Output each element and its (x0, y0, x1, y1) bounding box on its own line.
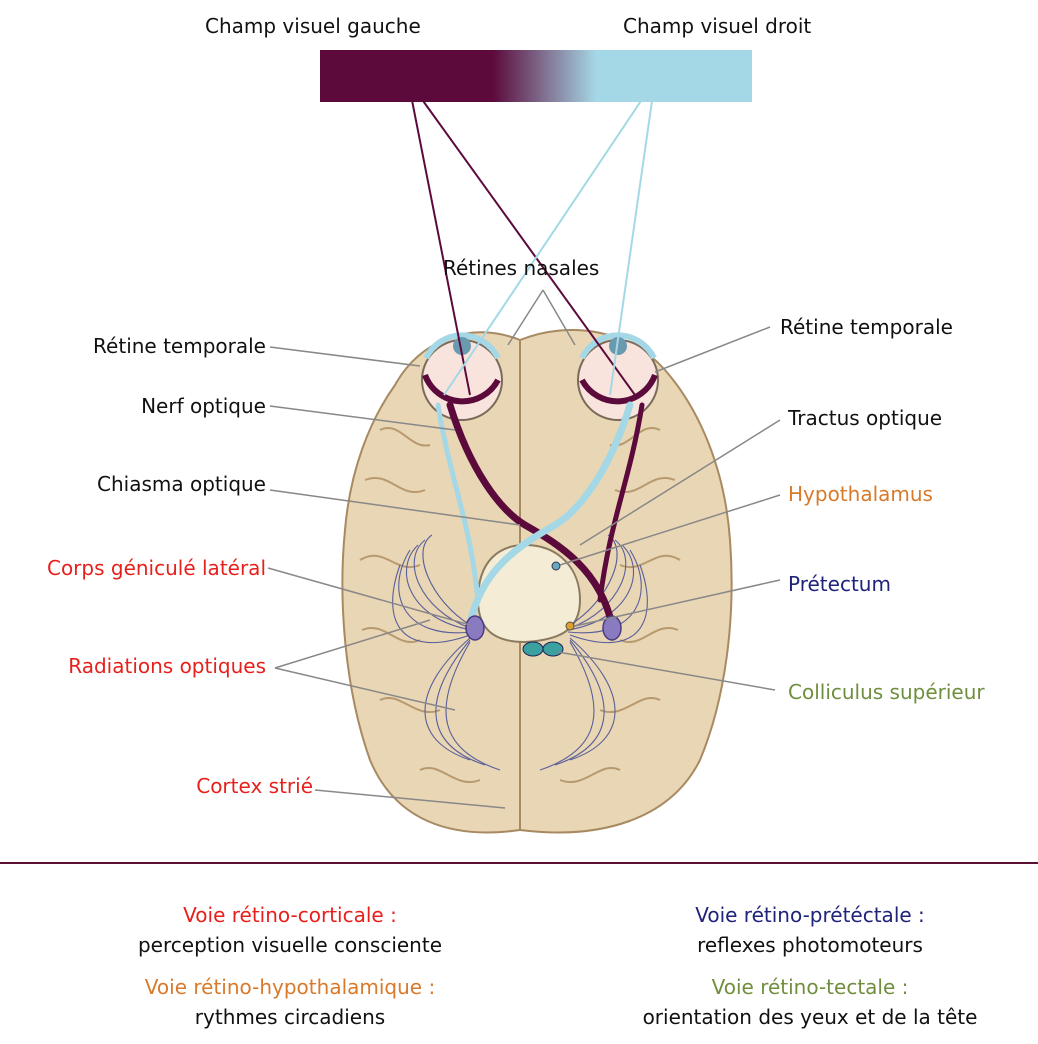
optic-nerve-label: Nerf optique (141, 394, 266, 418)
legend-tectale-desc: orientation des yeux et de la tête (590, 1002, 1030, 1032)
optic-chiasm-label: Chiasma optique (97, 472, 266, 496)
legend-left-column: Voie rétino-corticale : perception visue… (80, 900, 500, 1044)
legend-hypothalamique-title: Voie rétino-hypothalamique : (80, 972, 500, 1002)
visual-pathway-diagram (0, 0, 1038, 860)
pretectum-nucleus (566, 622, 574, 630)
midbrain (478, 545, 580, 642)
optic-radiations-label: Radiations optiques (68, 654, 266, 678)
superior-colliculus-label: Colliculus supérieur (788, 680, 985, 704)
section-divider (0, 862, 1038, 864)
legend-hypothalamique: Voie rétino-hypothalamique : rythmes cir… (80, 972, 500, 1032)
optic-tract-label: Tractus optique (788, 406, 942, 430)
nasal-retinas-label: Rétines nasales (443, 256, 599, 280)
colliculus-left (523, 642, 543, 656)
legend-pretectale-title: Voie rétino-prétéctale : (590, 900, 1030, 930)
striate-cortex-label: Cortex strié (196, 774, 313, 798)
legend-corticale-title: Voie rétino-corticale : (80, 900, 500, 930)
lgn-left (466, 616, 484, 640)
left-eye (422, 335, 502, 420)
legend-pretectale-desc: reflexes photomoteurs (590, 930, 1030, 960)
colliculus-right (543, 642, 563, 656)
legend-pretectale: Voie rétino-prétéctale : reflexes photom… (590, 900, 1030, 960)
hypothalamus-nucleus (552, 562, 560, 570)
pretectum-label: Prétectum (788, 572, 891, 596)
right-eye (578, 335, 658, 420)
lgn-label: Corps géniculé latéral (47, 556, 266, 580)
left-visual-field-label: Champ visuel gauche (205, 14, 421, 38)
right-visual-field-label: Champ visuel droit (623, 14, 811, 38)
temporal-retina-right-label: Rétine temporale (780, 315, 953, 339)
legend-corticale: Voie rétino-corticale : perception visue… (80, 900, 500, 960)
temporal-retina-left-label: Rétine temporale (93, 334, 266, 358)
legend-corticale-desc: perception visuelle consciente (80, 930, 500, 960)
hypothalamus-label: Hypothalamus (788, 482, 933, 506)
legend-tectale-title: Voie rétino-tectale : (590, 972, 1030, 1002)
visual-field-bar (320, 50, 752, 102)
legend-tectale: Voie rétino-tectale : orientation des ye… (590, 972, 1030, 1032)
legend-right-column: Voie rétino-prétéctale : reflexes photom… (590, 900, 1030, 1044)
legend-hypothalamique-desc: rythmes circadiens (80, 1002, 500, 1032)
